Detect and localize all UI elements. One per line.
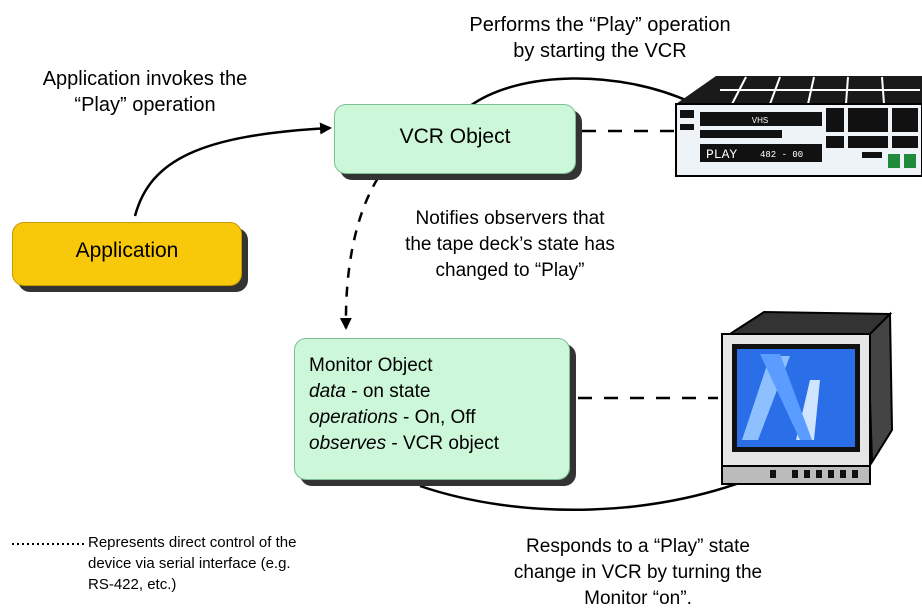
monitor-device-icon <box>721 310 894 485</box>
notifies-observers-label: Notifies observers that the tape deck’s … <box>360 206 660 284</box>
notifies-line1: Notifies observers that <box>415 208 605 229</box>
legend-line1: Represents direct control of the <box>88 534 297 551</box>
vcr-counter-text: 482 - 00 <box>760 150 803 160</box>
monitor-observes-row: observes - VCR object <box>309 431 499 457</box>
performs-play-line1: Performs the “Play” operation <box>469 14 731 36</box>
application-label: Application <box>75 239 179 262</box>
monitor-data-row: data - on state <box>309 379 499 405</box>
monitor-operations-value: - On, Off <box>397 407 476 428</box>
monitor-operations-row: operations - On, Off <box>309 405 499 431</box>
monitor-object-title: Monitor Object <box>309 355 433 376</box>
responds-line1: Responds to a “Play” state <box>526 536 750 557</box>
notify-observers-arrow <box>339 177 380 330</box>
vcr-object-label: VCR Object <box>399 125 511 148</box>
legend: Represents direct control of the device … <box>88 532 296 595</box>
performs-play-arc <box>469 77 691 108</box>
invoke-play-arrow <box>133 122 332 217</box>
performs-play-line2: by starting the VCR <box>513 40 687 62</box>
responds-line2: change in VCR by turning the <box>513 562 763 583</box>
responds-on-arc <box>419 468 774 512</box>
invokes-play-line2: “Play” operation <box>74 94 216 116</box>
legend-line3: RS-422, etc.) <box>88 576 177 593</box>
monitor-data-value: - on state <box>345 381 431 402</box>
monitor-object-text: Monitor Object data - on state operation… <box>309 353 499 457</box>
vcr-device-icon: VHS PLAY 482 - 00 <box>675 76 922 177</box>
monitor-observes-value: - VCR object <box>386 433 500 454</box>
monitor-object-box: Monitor Object data - on state operation… <box>294 338 570 480</box>
monitor-operations-key: operations <box>309 407 398 428</box>
responds-line3: Monitor “on”. <box>584 588 692 609</box>
application-box: Application <box>12 222 242 286</box>
monitor-observes-key: observes <box>309 433 387 454</box>
responds-label: Responds to a “Play” state change in VCR… <box>488 534 788 612</box>
notifies-line3: changed to “Play” <box>435 260 585 281</box>
performs-play-label: Performs the “Play” operation by startin… <box>430 12 770 64</box>
vcr-object-box: VCR Object <box>334 104 576 174</box>
monitor-data-key: data <box>309 381 346 402</box>
vcr-brand-text: VHS <box>752 116 768 125</box>
vcr-display-text: PLAY <box>706 147 737 162</box>
notifies-line2: the tape deck’s state has <box>405 234 615 255</box>
legend-line2: device via serial interface (e.g. <box>88 555 291 572</box>
invokes-play-label: Application invokes the “Play” operation <box>0 66 290 118</box>
invokes-play-line1: Application invokes the <box>42 68 248 90</box>
